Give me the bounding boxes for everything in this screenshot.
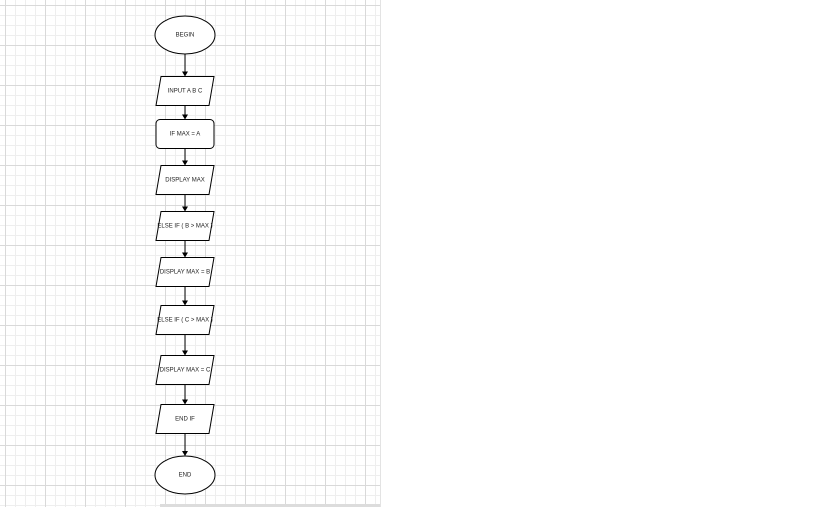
node-label: DISPLAY MAX = B (160, 270, 210, 276)
canvas-scrollbar[interactable] (160, 504, 380, 507)
node-assign-max[interactable]: IF MAX = A (155, 119, 215, 149)
edge-input-to-assign-max (182, 105, 188, 120)
node-label: ELSE IF ( B > MAX ) (157, 224, 212, 230)
parallelogram-shape (155, 211, 215, 241)
edge-display-max-c-to-end-if (182, 384, 188, 405)
arrowhead-icon (182, 399, 188, 405)
node-display-max[interactable]: DISPLAY MAX (155, 165, 215, 195)
node-display-max-c[interactable]: DISPLAY MAX = C (155, 355, 215, 385)
ellipse-shape (154, 15, 216, 55)
rounded-rect-shape (155, 119, 215, 149)
node-display-max-b[interactable]: DISPLAY MAX = B (155, 257, 215, 287)
node-label: END IF (175, 417, 195, 423)
flowchart: BEGIN INPUT A B C IF MAX = A DISPLAY MAX ELS… (154, 15, 216, 495)
node-end[interactable]: END (154, 455, 216, 495)
node-label: ELSE IF ( C > MAX ) (157, 318, 213, 324)
parallelogram-shape (155, 355, 215, 385)
ellipse-shape (154, 455, 216, 495)
edge-begin-to-input (182, 54, 188, 77)
arrowhead-icon (182, 300, 188, 306)
node-begin[interactable]: BEGIN (154, 15, 216, 55)
node-else-if-c[interactable]: ELSE IF ( C > MAX ) (155, 305, 215, 335)
node-label: END (179, 473, 192, 479)
arrowhead-icon (182, 160, 188, 166)
node-label: BEGIN (176, 33, 195, 39)
arrowhead-icon (182, 451, 188, 456)
node-end-if[interactable]: END IF (155, 404, 215, 434)
arrowhead-icon (182, 114, 188, 120)
flowchart-nodes: BEGIN INPUT A B C IF MAX = A DISPLAY MAX ELS… (154, 15, 216, 495)
parallelogram-shape (155, 305, 215, 335)
node-label: INPUT A B C (168, 89, 203, 95)
node-label: IF MAX = A (170, 132, 201, 138)
edge-display-max-b-to-else-if-c (182, 286, 188, 306)
node-label: DISPLAY MAX (165, 178, 204, 184)
node-input[interactable]: INPUT A B C (155, 76, 215, 106)
arrowhead-icon (182, 252, 188, 258)
parallelogram-shape (155, 165, 215, 195)
edge-display-max-to-else-if-b (182, 194, 188, 212)
edge-else-if-b-to-display-max-b (182, 240, 188, 258)
parallelogram-shape (155, 76, 215, 106)
arrowhead-icon (182, 206, 188, 212)
arrowhead-icon (182, 350, 188, 356)
node-else-if-b[interactable]: ELSE IF ( B > MAX ) (155, 211, 215, 241)
parallelogram-shape (155, 257, 215, 287)
arrowhead-icon (182, 71, 188, 77)
edge-end-if-to-end (182, 433, 188, 456)
node-label: DISPLAY MAX = C (160, 368, 211, 374)
edge-assign-max-to-display-max (182, 148, 188, 166)
parallelogram-shape (155, 404, 215, 434)
edge-else-if-c-to-display-max-c (182, 334, 188, 356)
flowchart-edges (182, 54, 188, 456)
